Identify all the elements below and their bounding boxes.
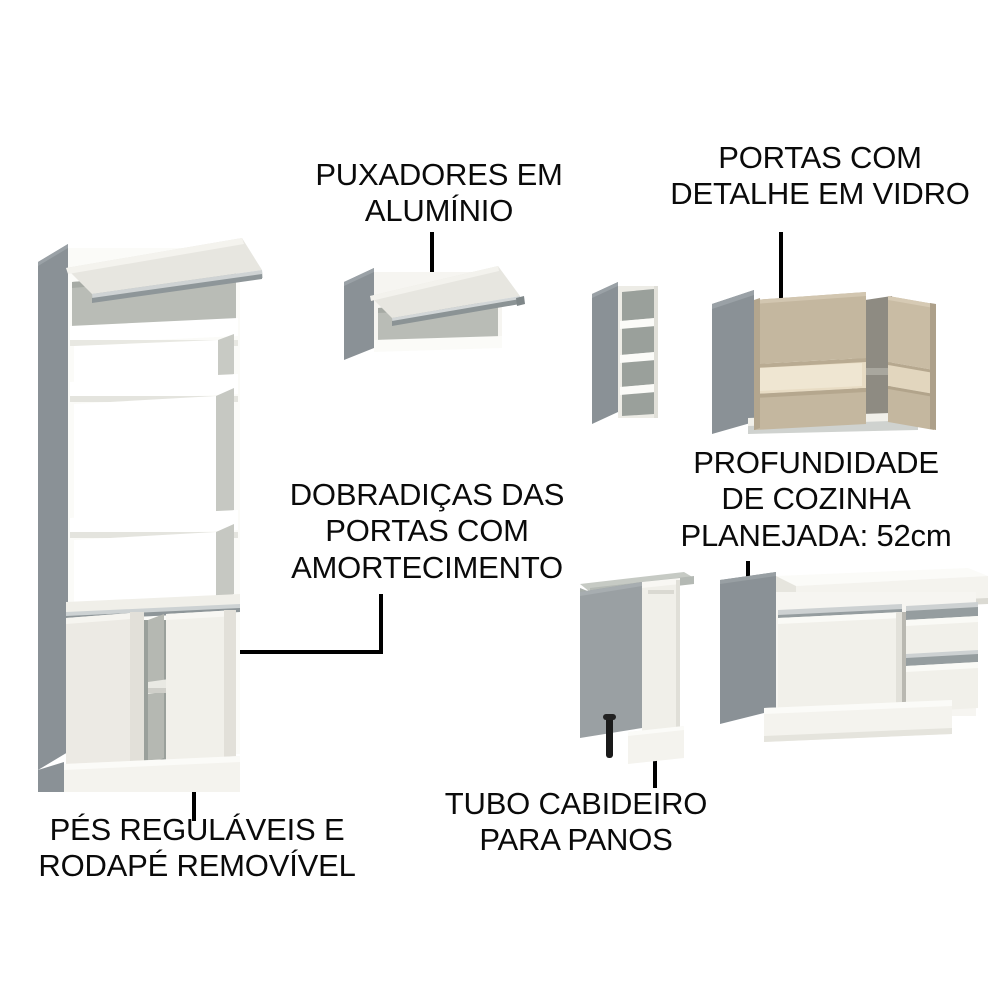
- callout-pes-rodape: PÉS REGULÁVEIS E RODAPÉ REMOVÍVEL: [38, 812, 356, 884]
- wall-flip-cabinet: [344, 266, 525, 360]
- callout-dobradicas: DOBRADIÇAS DAS PORTAS COM AMORTECIMENTO: [289, 477, 565, 585]
- base-cabinet-large: [720, 568, 988, 742]
- leader-line-dobradicas-horizontal: [222, 650, 383, 654]
- callout-portas-vidro: PORTAS COM DETALHE EM VIDRO: [670, 140, 970, 212]
- leader-line-portas-vidro: [779, 232, 783, 334]
- callout-profundidade: PROFUNDIDADE DE COZINHA PLANEJADA: 52cm: [680, 445, 952, 553]
- base-cabinet-narrow: [580, 572, 694, 764]
- leader-line-pes-rodape: [192, 779, 196, 821]
- tall-pantry-cabinet: [38, 238, 263, 792]
- callout-tubo-cabideiro: TUBO CABIDEIRO PARA PANOS: [444, 786, 708, 858]
- narrow-shelf-tower: [592, 282, 658, 424]
- leader-line-dobradicas-vertical: [379, 594, 383, 654]
- callout-puxadores: PUXADORES EM ALUMÍNIO: [315, 157, 563, 229]
- glass-wall-cabinet: [712, 290, 936, 434]
